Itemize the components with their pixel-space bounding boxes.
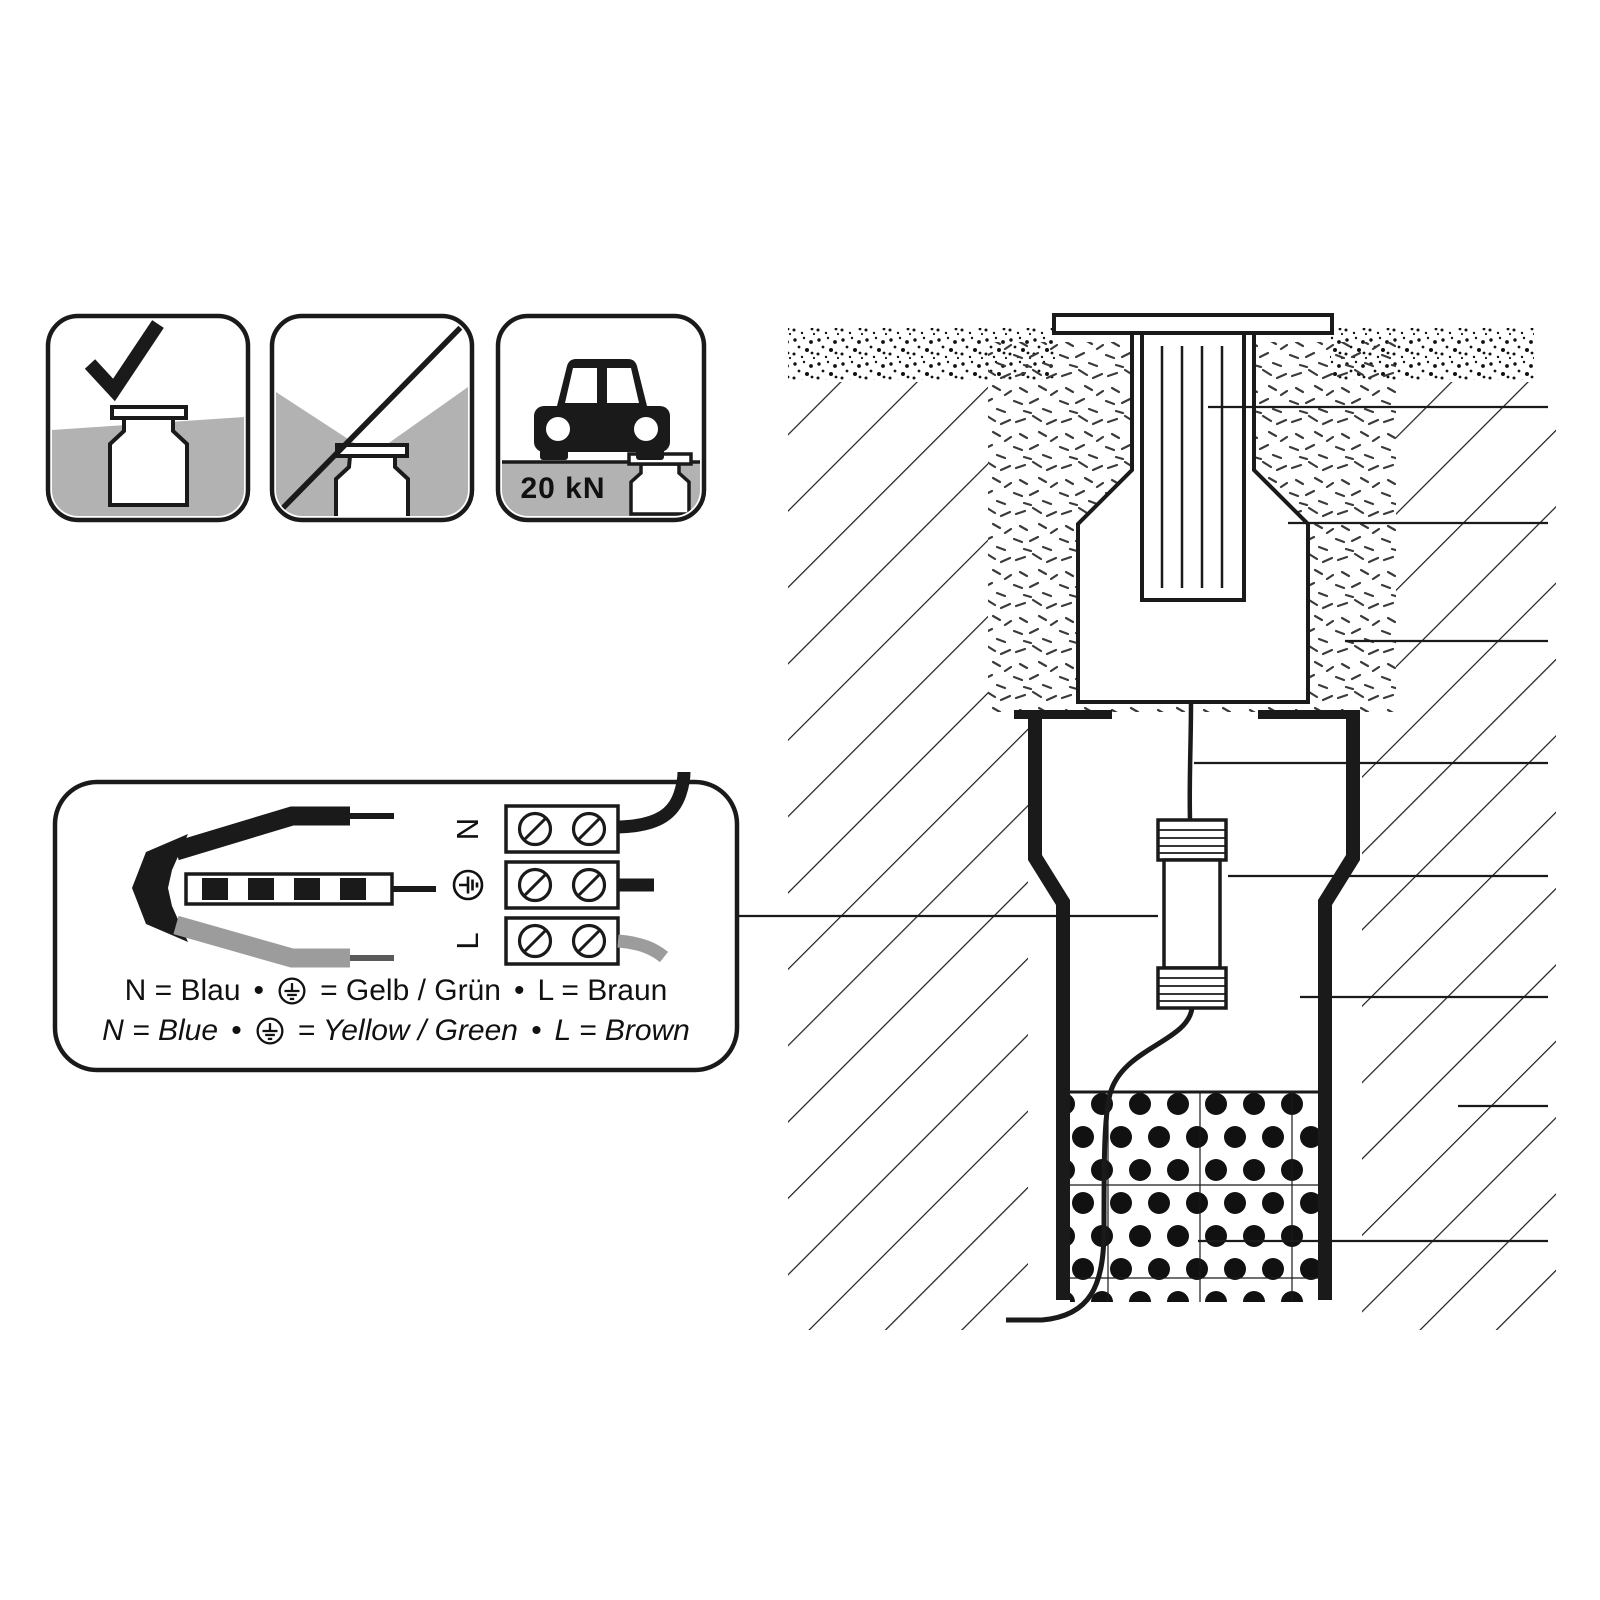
terminal-label-l: L [444, 917, 492, 965]
soil-hatch-right [1362, 382, 1556, 1330]
caption-l-de: L = Braun [537, 974, 668, 1007]
recessed-luminaire-icon [108, 405, 189, 507]
terminal-n-text: N [450, 817, 485, 841]
caption-separator: • [253, 974, 265, 1007]
earth-icon [256, 1017, 284, 1045]
pictogram-incorrect-installation [269, 313, 475, 523]
cover-flange [1052, 313, 1334, 335]
earth-icon [278, 977, 306, 1005]
caption-n-en: N = Blue [102, 1014, 219, 1047]
connector-ribs [1158, 829, 1226, 1002]
sleeve-wall-left [1028, 719, 1070, 1300]
leader-lines [739, 405, 1548, 1243]
wire-neutral-blue [173, 806, 350, 861]
lamp-insert [1140, 330, 1246, 602]
load-rating-label: 20 kN [520, 472, 606, 505]
outgoing-wire-live [617, 934, 669, 963]
luminaire-cable [1187, 701, 1194, 821]
sleeve-rim-right [1258, 710, 1360, 719]
wire-live-brown [173, 915, 350, 968]
sleeve-rim-left [1014, 710, 1112, 719]
terminal-label-n: N [444, 805, 492, 853]
cable-jacket [132, 834, 188, 942]
wire-earth-striped [184, 872, 436, 906]
prohibition-slash-icon [276, 320, 468, 516]
lamp-insert-lines [1160, 346, 1224, 588]
caption-l-en: L = Brown [554, 1014, 690, 1047]
outgoing-wire-neutral [617, 771, 691, 834]
mains-cable [1006, 1007, 1195, 1323]
cross-section-diagram [739, 313, 1556, 1330]
car-icon [534, 359, 670, 460]
pictogram-correct-installation [45, 313, 251, 523]
caption-separator: • [231, 1014, 242, 1047]
gravel-drainage [1070, 1090, 1318, 1302]
pictogram-drive-over-rating [495, 313, 707, 523]
soil-hatch-left [788, 382, 1028, 1330]
earth-icon [452, 869, 484, 901]
checkmark-icon [84, 320, 164, 402]
recessed-luminaire-icon [627, 452, 693, 516]
recessed-luminaire-icon [334, 443, 410, 516]
screw-slots [522, 816, 602, 954]
caption-separator: • [514, 974, 525, 1007]
caption-separator: • [530, 1014, 542, 1047]
caption-earth-en: = Yellow / Green [297, 1014, 518, 1047]
terminal-l-text: L [450, 932, 485, 950]
ground-depression [276, 387, 468, 516]
wiring-detail-panel [52, 771, 740, 1073]
wiring-caption-de: N = Blau • = Gelb / Grün • L = Braun [55, 972, 737, 1010]
caption-earth-de: = Gelb / Grün [320, 974, 501, 1007]
wiring-caption-en: N = Blue • = Yellow / Green • L = Brown [55, 1012, 737, 1050]
terminal-earth-symbol [444, 861, 492, 909]
caption-n-de: N = Blau [124, 974, 241, 1007]
sleeve-wall-right [1318, 719, 1360, 1300]
inline-cable-connector [1156, 818, 1228, 1010]
